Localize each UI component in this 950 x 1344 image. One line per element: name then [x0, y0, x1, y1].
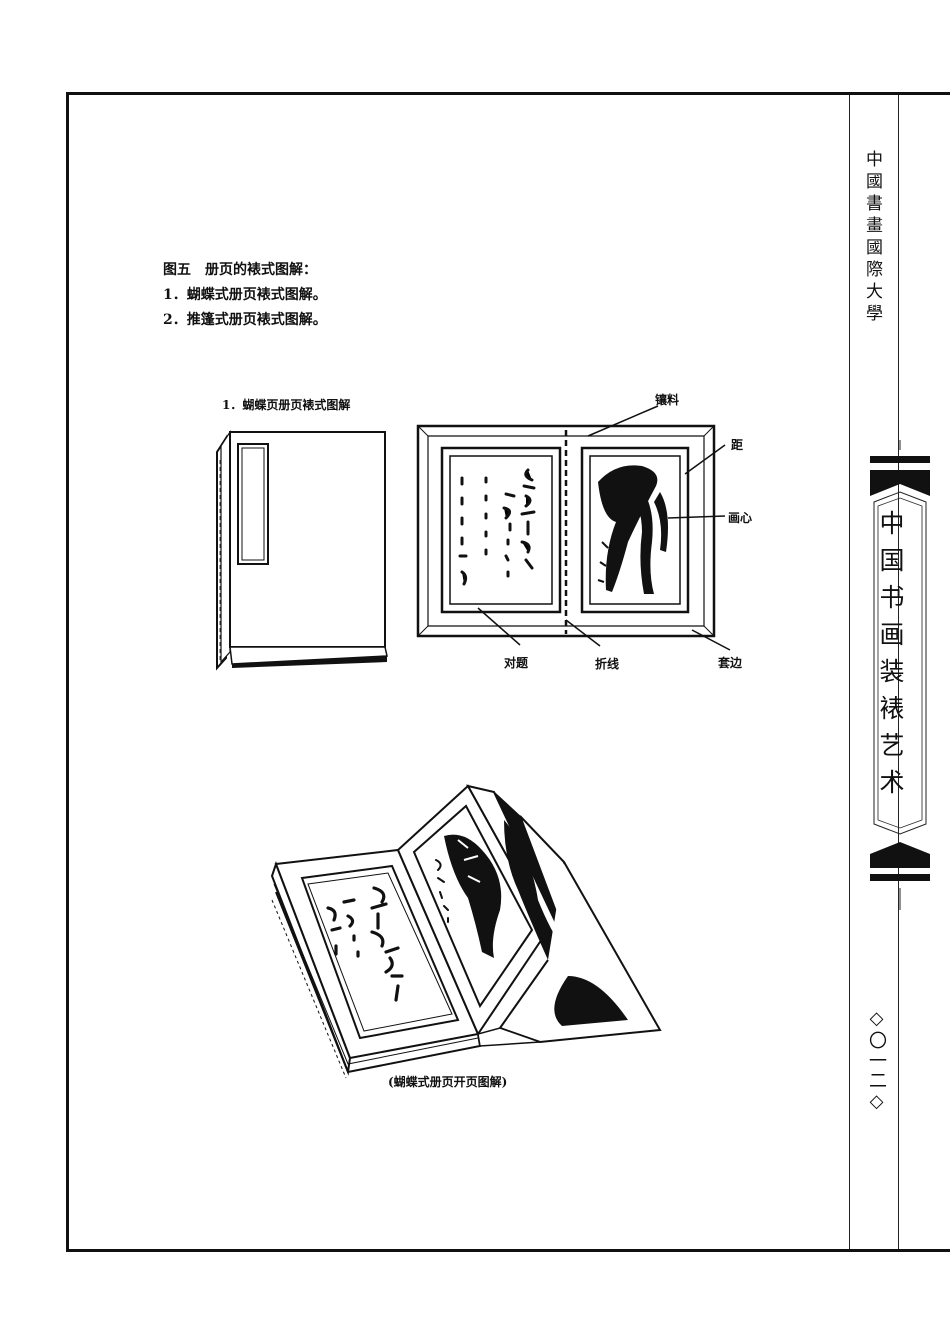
margin-rule-left: [849, 95, 850, 1249]
leader-huaxin: [667, 515, 726, 519]
leader-ju: [684, 444, 726, 475]
page-number: ◇〇一二◇: [866, 1008, 887, 1114]
leader-duiti: [477, 607, 521, 646]
label-huaxin: 画心: [728, 511, 753, 525]
label-ju: 距: [731, 438, 744, 452]
caption-line-1: 图五 册页的裱式图解：: [163, 262, 317, 278]
label-taobian: 套边: [718, 656, 743, 670]
label-xiangliao: 镶料: [655, 393, 680, 407]
closed-album-illustration: [216, 429, 388, 671]
label-duiti: 对题: [504, 656, 529, 670]
margin-rule-right: [898, 95, 899, 1249]
label-zhexian: 折线: [595, 657, 620, 671]
figure1-title: 1．蝴蝶页册页裱式图解: [222, 398, 351, 412]
series-title: 中國書畫國際大學: [862, 150, 882, 326]
page-frame: [66, 92, 950, 1252]
leader-taobian: [691, 629, 731, 651]
caption-line-3: 2．推篷式册页裱式图解。: [163, 312, 327, 328]
figure2-caption: (蝴蝶式册页开页图解): [388, 1075, 508, 1089]
label-leaders: [477, 405, 731, 651]
open-album-illustration: [270, 784, 662, 1079]
caption-line-2: 1．蝴蝶式册页裱式图解。: [163, 287, 327, 303]
leader-xiangliao: [587, 405, 659, 437]
leader-zhexian: [565, 619, 601, 647]
book-title: 中国书画装裱艺术: [876, 510, 905, 806]
title-ornament: [870, 440, 930, 910]
figure-caption: 图五 册页的裱式图解： 1．蝴蝶式册页裱式图解。 2．推篷式册页裱式图解。: [163, 258, 327, 333]
open-spread-diagram: [416, 424, 716, 638]
